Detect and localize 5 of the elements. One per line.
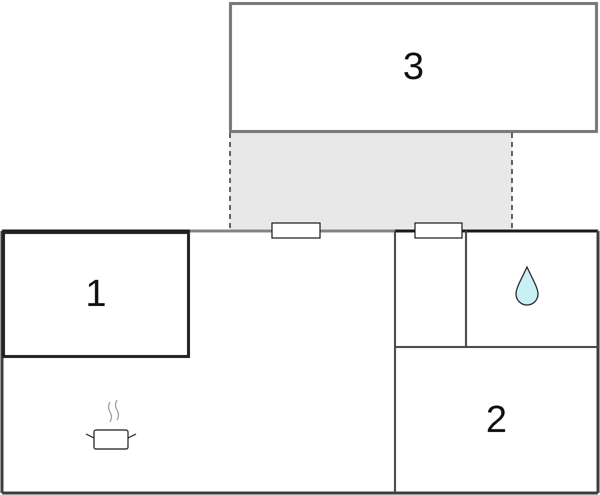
room-number: 3 [402,46,424,89]
room-number: 2 [486,398,508,442]
room-box [229,2,598,133]
room-box [2,231,190,358]
room-number: 1 [85,273,107,316]
